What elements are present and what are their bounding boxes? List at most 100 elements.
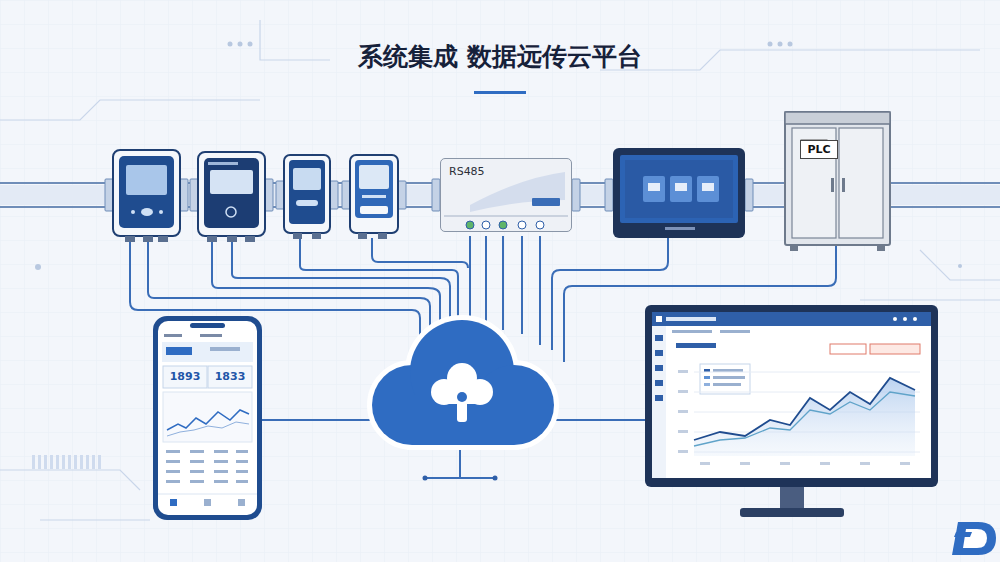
smartphone-part-part — [190, 450, 204, 453]
hmi-touchscreen-part — [613, 148, 745, 238]
smartphone-part-part — [166, 460, 180, 463]
hatch-bars-part — [68, 455, 71, 469]
signal-wire-part — [539, 236, 541, 345]
smartphone-part-part — [166, 450, 180, 453]
plc-cabinet-part — [842, 178, 845, 192]
flow-meter-part — [293, 233, 302, 239]
flow-meter-part — [227, 236, 237, 242]
flow-meter-part — [360, 206, 388, 214]
plc-cabinet-part — [839, 128, 883, 238]
circuit-decoration-part — [0, 470, 140, 490]
signal-wire-part — [372, 238, 468, 268]
cloud-platform-part-part — [457, 400, 467, 422]
flow-meter-part — [293, 168, 321, 190]
desktop-monitor-part — [913, 317, 917, 321]
flow-meter-part — [204, 158, 259, 228]
smartphone-part-part — [166, 480, 180, 483]
hmi-touchscreen — [613, 148, 745, 238]
smartphone-part — [163, 392, 252, 442]
title-underline — [474, 91, 526, 94]
flow-meter-part — [158, 236, 168, 242]
smartphone-part-part — [214, 450, 228, 453]
desktop-monitor-part-part — [780, 462, 790, 465]
flow-meter-part — [207, 236, 217, 242]
hatch-bars-part — [32, 455, 35, 469]
hmi-touchscreen-part — [620, 155, 738, 223]
wire-terminal-part — [493, 476, 498, 481]
rs485-gateway-part — [482, 221, 490, 229]
desktop-monitor-part — [830, 344, 866, 354]
desktop-monitor-part — [870, 344, 920, 354]
smartphone-part-part — [214, 470, 228, 473]
flow-meter-part — [210, 170, 253, 194]
pipe-flange-part — [342, 181, 350, 209]
flow-meter-part — [126, 165, 167, 195]
rs485-gateway-part — [499, 221, 507, 229]
rs485-gateway-part — [536, 221, 544, 229]
desktop-monitor-part-part — [900, 462, 910, 465]
flow-meter-part — [245, 236, 255, 242]
desktop-monitor-part-part — [678, 450, 688, 453]
hatch-bars — [32, 455, 101, 469]
desktop-monitor-part — [652, 312, 931, 478]
smartphone-part — [166, 347, 192, 355]
desktop-monitor-part — [704, 376, 710, 379]
pipe-flange-part — [265, 179, 273, 211]
brand-logo-part — [954, 532, 972, 537]
desktop-monitor-part — [713, 383, 741, 386]
signal-wire-part — [521, 236, 523, 334]
plc-cabinet-part — [785, 112, 890, 245]
desktop-monitor-part — [893, 317, 897, 321]
cloud-platform-part-part — [412, 395, 514, 445]
smartphone-part — [204, 499, 211, 506]
pipe-fill-part — [0, 185, 113, 205]
flow-meter — [198, 152, 265, 242]
hmi-touchscreen-part — [643, 176, 665, 202]
decor-dots — [35, 42, 962, 271]
smartphone-part-part — [190, 460, 204, 463]
cloud-platform-part-part — [412, 395, 514, 445]
cloud-platform — [372, 320, 554, 445]
pipe-flange-part — [432, 179, 440, 211]
node-text: RS485 — [449, 165, 563, 178]
desktop-monitor-part — [903, 317, 907, 321]
flow-meter-part — [226, 207, 236, 217]
desktop-monitor-part-part — [678, 370, 688, 373]
pipe-flange-part — [330, 181, 338, 209]
desktop-monitor-part-part — [678, 430, 688, 433]
smartphone-part — [164, 334, 182, 337]
screen-value: 1833 — [208, 370, 252, 383]
flow-meter-part — [131, 210, 135, 214]
desktop-monitor-part — [672, 330, 712, 333]
pipe-flange-part — [190, 179, 198, 211]
rs485-gateway-part — [466, 221, 474, 229]
circuit-decoration-part — [920, 250, 1000, 280]
pipe-flange-part — [398, 181, 406, 209]
rs485-gateway-part — [470, 172, 565, 212]
flow-meter-part — [119, 156, 174, 228]
flow-meter-part — [355, 160, 393, 218]
decor-dots-part — [958, 264, 962, 268]
smartphone-part — [200, 334, 222, 337]
cloud-platform-part — [457, 392, 467, 402]
smartphone-part — [153, 316, 262, 520]
desktop-monitor-part — [694, 392, 915, 446]
smartphone-part — [158, 321, 257, 515]
flow-meter-part — [350, 155, 398, 233]
desktop-monitor-part — [655, 350, 663, 356]
plc-cabinet-part — [877, 245, 885, 251]
hatch-bars-part — [56, 455, 59, 469]
desktop-monitor-part — [645, 305, 938, 487]
circuit-decoration-part — [860, 299, 1000, 300]
pipe-flange-part — [276, 181, 284, 209]
decor-dots-part — [228, 42, 233, 47]
flow-meter — [284, 155, 330, 239]
flow-meter-part — [312, 233, 321, 239]
hatch-bars-part — [74, 455, 77, 469]
brand-logo-part — [963, 529, 987, 548]
flow-meter-part — [208, 162, 238, 165]
smartphone-part-part — [236, 450, 248, 453]
hatch-bars-part — [38, 455, 41, 469]
plc-cabinet-part — [785, 112, 890, 124]
